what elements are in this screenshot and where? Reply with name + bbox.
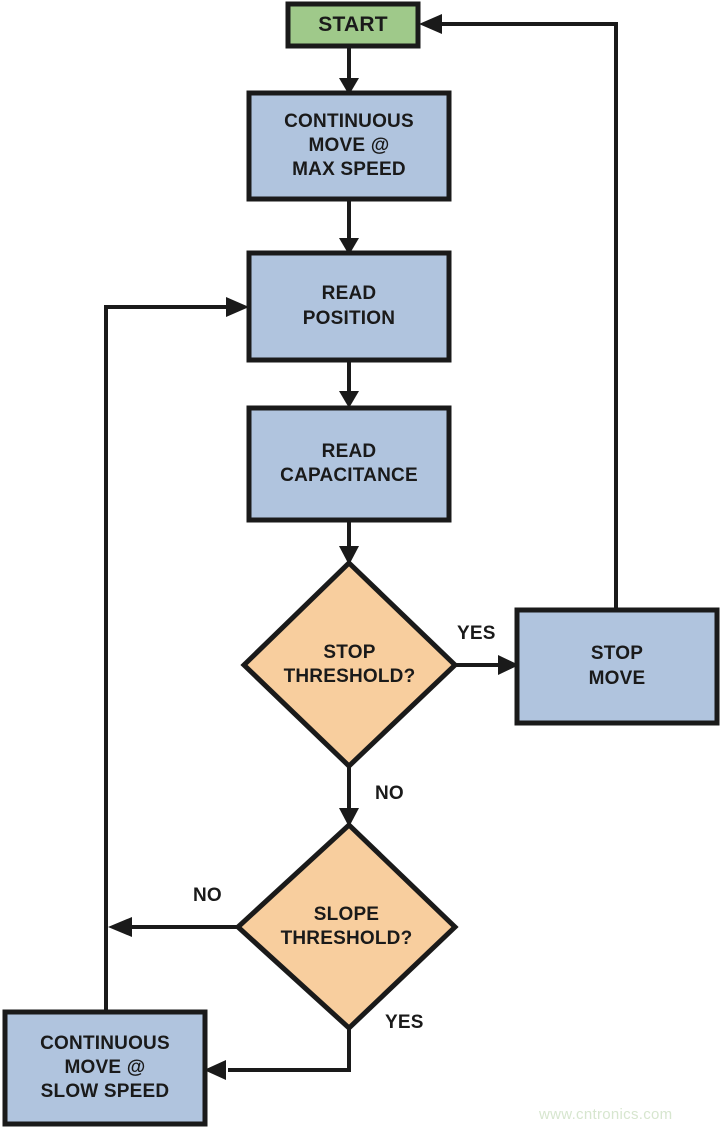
node-stop-move-label: STOP MOVE — [588, 643, 646, 689]
arrowhead-read-capacitance-to-stop-threshold — [339, 546, 359, 565]
node-continuous-move-slow-shape[interactable] — [2, 1009, 208, 1127]
connector-lines — [104, 14, 618, 1080]
node-continuous-move-max-shape[interactable] — [246, 90, 452, 202]
arrowhead-continuous-max-to-read-position — [339, 238, 359, 255]
arrowhead-stop-threshold-yes — [498, 655, 519, 675]
node-read-position-label: READ POSITION — [302, 283, 396, 329]
node-start-label: START — [318, 12, 388, 36]
node-start-shape[interactable] — [285, 1, 421, 49]
node-stop-threshold-shape[interactable] — [240, 559, 459, 770]
edge-label-stop-threshold-yes: YES — [457, 623, 496, 644]
arrowhead-slope-yes — [204, 1060, 226, 1080]
edge-label-slope-threshold-yes: YES — [385, 1012, 424, 1033]
arrowhead-return-to-read-position — [226, 297, 249, 317]
arrowhead-slope-no — [108, 917, 132, 937]
node-continuous-move-slow-label: CONTINUOUS MOVE @ SLOW SPEED — [40, 1032, 170, 1103]
node-read-capacitance-shape[interactable] — [246, 405, 452, 523]
node-read-capacitance-label: READ CAPACITANCE — [280, 440, 418, 486]
arrowhead-return-to-start — [419, 14, 442, 34]
arrowhead-stop-threshold-no — [339, 808, 359, 827]
watermark-text: www.cntronics.com — [539, 1106, 673, 1123]
node-read-position-shape[interactable] — [246, 250, 452, 363]
arrowhead-read-position-to-read-capacitance — [339, 391, 359, 408]
node-stop-move-shape[interactable] — [514, 607, 720, 726]
node-continuous-move-max-label: CONTINUOUS MOVE @ MAX SPEED — [284, 110, 414, 181]
arrowhead-start-to-continuous-max — [339, 78, 359, 95]
node-stop-threshold-label: STOP THRESHOLD? — [283, 641, 416, 687]
node-slope-threshold-label: SLOPE THRESHOLD? — [280, 903, 413, 949]
edge-label-slope-threshold-no: NO — [193, 885, 222, 906]
node-slope-threshold-shape[interactable] — [234, 821, 459, 1032]
edge-label-stop-threshold-no: NO — [375, 783, 404, 804]
